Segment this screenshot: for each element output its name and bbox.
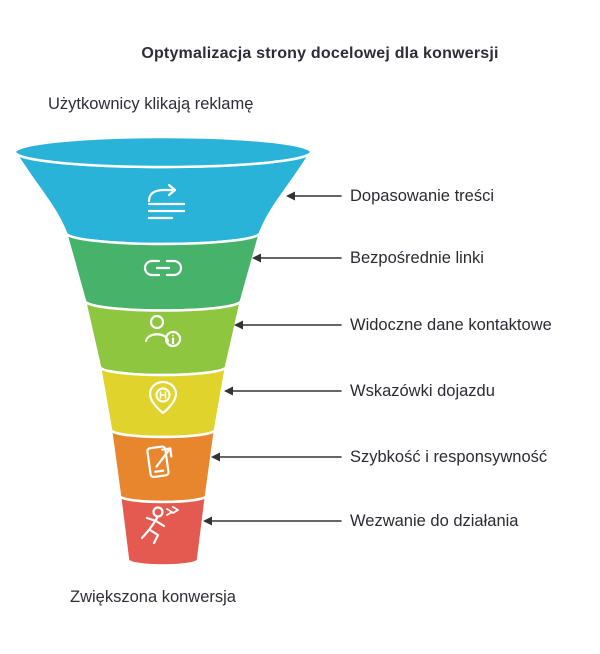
- arrowhead-icon: [234, 320, 243, 330]
- funnel-segment-4: [109, 428, 217, 504]
- person-info-icon: [144, 314, 182, 348]
- segment-label-2: Widoczne dane kontaktowe: [350, 316, 552, 334]
- page-title: Optymalizacja strony docelowej dla konwe…: [141, 45, 499, 62]
- arrowhead-icon: [252, 253, 261, 263]
- content-arrow-icon: [147, 183, 186, 220]
- arrowhead-icon: [286, 191, 295, 201]
- arrowhead-icon: [203, 516, 212, 526]
- link-icon: [143, 259, 183, 277]
- funnel-segment-5: [118, 494, 208, 567]
- funnel-segment-2: [83, 299, 243, 377]
- funnel-top-rim: [13, 135, 313, 169]
- funnel-bottom-label: Zwiększona konwersja: [70, 588, 236, 606]
- arrowhead-icon: [211, 452, 220, 462]
- segment-label-4: Szybkość i responsywność: [350, 448, 548, 466]
- map-pin-h-icon: [148, 380, 178, 415]
- pointer-arrows: [204, 195, 342, 522]
- funnel-body: [13, 135, 313, 567]
- pointer-arrowheads: [203, 191, 295, 526]
- running-person-icon: [140, 506, 179, 545]
- segment-label-1: Bezpośrednie linki: [350, 249, 484, 267]
- funnel-top-label: Użytkownicy klikają reklamę: [48, 95, 254, 113]
- segment-label-3: Wskazówki dojazdu: [350, 382, 495, 400]
- funnel-segment-1: [64, 231, 262, 312]
- segment-label-0: Dopasowanie treści: [350, 187, 494, 205]
- phone-arrow-icon: [146, 445, 173, 479]
- segment-label-5: Wezwanie do działania: [350, 512, 519, 530]
- arrowhead-icon: [224, 386, 233, 396]
